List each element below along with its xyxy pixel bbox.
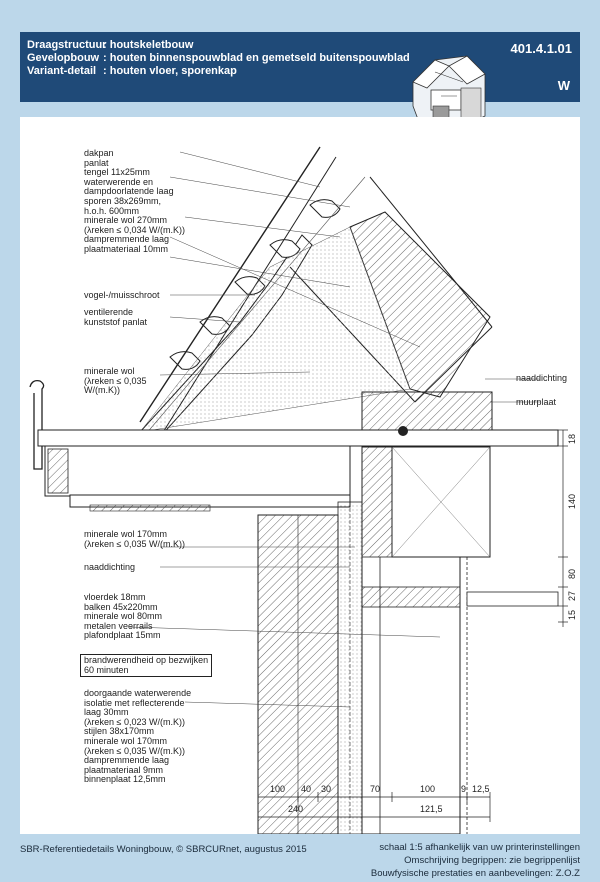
label-wall-1: isolatie met reflecterende xyxy=(84,697,185,708)
label-wall-5: minerale wol 170mm xyxy=(84,735,168,746)
anchor-bolt xyxy=(398,426,408,436)
dim-right-15: 15 xyxy=(567,609,577,620)
label-vogel: vogel-/muisschroot xyxy=(84,290,160,300)
dim-bottom-40: 40 xyxy=(301,784,312,794)
frame-stud xyxy=(361,586,461,608)
label-ventilerend-1: kunststof panlat xyxy=(84,316,148,327)
footer-performance-note: Bouwfysische prestaties en aanbevelingen… xyxy=(370,868,580,879)
label-roof-2: tengel 11x25mm xyxy=(84,167,150,178)
bottom-dimension-lines xyxy=(257,792,491,822)
label-wall-2: laag 30mm xyxy=(84,707,129,718)
frame-stud-top xyxy=(361,446,393,558)
label-muurplaat: muurplaat xyxy=(516,397,557,407)
label-wall-0: doorgaande waterwerende xyxy=(84,688,192,698)
floor-build-up-labels: vloerdek 18mm balken 45x220mm minerale w… xyxy=(84,592,163,641)
leader-lines xyxy=(129,151,540,708)
floor-deck xyxy=(37,429,559,447)
floor-ceiling xyxy=(466,591,559,607)
label-minwol-mid-1: (λreken ≤ 0,035 W/(m.K)) xyxy=(84,538,185,549)
detail-code: 401.4.1.01 xyxy=(510,41,572,56)
eave-block xyxy=(47,448,69,494)
label-roof-8: (λreken ≤ 0,034 W/(m.K)) xyxy=(84,224,185,235)
facade-key: Gevelopbouw xyxy=(27,52,100,64)
eave-insulation-labels: minerale wol (λreken ≤ 0,035 W/(m.K)) xyxy=(84,366,147,396)
label-minwol-eave-0: minerale wol xyxy=(84,366,135,376)
label-floor-0: vloerdek 18mm xyxy=(84,592,146,602)
label-roof-5: sporen 38x269mm, xyxy=(84,195,162,206)
dim-right-27: 27 xyxy=(567,590,577,601)
footer-copyright: SBR-Referentiedetails Woningbouw, © SBRC… xyxy=(20,844,307,855)
dim-right-80: 80 xyxy=(567,568,577,579)
footer-scale-note: schaal 1:5 afhankelijk van uw printerins… xyxy=(379,842,580,853)
label-wall-6: (λreken ≤ 0,035 W/(m.K)) xyxy=(84,745,185,756)
label-wall-9: binnenplaat 12,5mm xyxy=(84,774,166,785)
eave-insulation xyxy=(139,226,411,433)
structure-row: Draagstructuur: houtskeletbouw xyxy=(27,39,193,51)
label-roof-1: panlat xyxy=(84,157,109,168)
mid-insulation-labels: minerale wol 170mm (λreken ≤ 0,035 W/(m.… xyxy=(84,529,185,549)
label-floor-3: metalen veerrails xyxy=(84,620,153,631)
label-floor-1: balken 45x220mm xyxy=(84,601,158,612)
structure-key: Draagstructuur xyxy=(27,39,107,51)
label-fire-1: 60 minuten xyxy=(84,664,129,675)
label-roof-3: waterwerende en xyxy=(84,176,154,187)
label-floor-2: minerale wol 80mm xyxy=(84,611,163,622)
label-roof-0: dakpan xyxy=(84,148,114,158)
wall-build-up-labels: doorgaande waterwerende isolatie met ref… xyxy=(84,688,192,785)
label-ventilerend-0: ventilerende xyxy=(84,307,134,317)
dim-bottom-9: 9 xyxy=(461,784,467,794)
eave-box xyxy=(44,445,351,497)
label-floor-4: plafondplaat 15mm xyxy=(84,630,161,641)
wall-plate xyxy=(361,391,493,431)
dim-bottom-30: 30 xyxy=(321,784,332,794)
title-block: Draagstructuur: houtskeletbouw Gevelopbo… xyxy=(20,32,580,131)
label-roof-9: dampremmende laag xyxy=(84,234,170,245)
label-roof-6: h.o.h. 600mm xyxy=(84,205,140,216)
label-wall-4: stijlen 38x170mm xyxy=(84,726,155,737)
facade-value: : houten binnenspouwblad en gemetseld bu… xyxy=(103,52,410,64)
label-minwol-eave-2: W/(m.K)) xyxy=(84,385,120,396)
label-roof-10: plaatmateriaal 10mm xyxy=(84,243,169,254)
detail-drawing: dakpan panlat tengel 11x25mm waterwerend… xyxy=(20,117,580,834)
dim-bottom-100a: 100 xyxy=(270,784,286,794)
facade-row: Gevelopbouw: houten binnenspouwblad en g… xyxy=(27,52,410,64)
label-wall-3: (λreken ≤ 0,023 W/(m.K)) xyxy=(84,716,185,727)
variant-value: : houten vloer, sporenkap xyxy=(103,65,237,77)
label-wall-7: dampremmende laag xyxy=(84,755,170,766)
label-roof-4: dampdoorlatende laag xyxy=(84,186,174,197)
variant-key: Variant-detail xyxy=(27,65,97,77)
ventilerend-labels: ventilerende kunststof panlat xyxy=(84,307,148,327)
label-wall-8: plaatmateriaal 9mm xyxy=(84,764,164,775)
structure-value: : houtskeletbouw xyxy=(103,39,194,51)
dim-bottom-12-5: 12,5 xyxy=(472,784,490,794)
right-dimension-lines xyxy=(558,429,568,627)
detail-letter: W xyxy=(557,78,570,93)
fire-resistance-note: brandwerendheid op bezwijken 60 minuten xyxy=(80,654,213,678)
dim-right-18: 18 xyxy=(567,433,577,444)
dim-bottom-121-5: 121,5 xyxy=(420,804,443,814)
dim-bottom-70: 70 xyxy=(370,784,381,794)
dim-right-140: 140 xyxy=(567,493,577,509)
label-naaddichting-top: naaddichting xyxy=(516,373,568,383)
variant-row: Variant-detail : houten vloer, sporenkap xyxy=(27,65,237,77)
footer-terms-note: Omschrijving begrippen: zie begrippenlij… xyxy=(404,855,580,866)
dim-bottom-100b: 100 xyxy=(420,784,436,794)
label-fire-0: brandwerendheid op bezwijken xyxy=(84,655,209,665)
label-minwol-mid-0: minerale wol 170mm xyxy=(84,529,168,539)
label-naaddichting-mid: naaddichting xyxy=(84,562,136,572)
section-drawing xyxy=(29,146,568,834)
roof-build-up-labels: dakpan panlat tengel 11x25mm waterwerend… xyxy=(84,148,185,255)
dim-bottom-240: 240 xyxy=(288,804,304,814)
gutter xyxy=(29,379,45,470)
label-minwol-eave-1: (λreken ≤ 0,035 xyxy=(84,375,147,386)
label-roof-7: minerale wol 270mm xyxy=(84,215,168,226)
